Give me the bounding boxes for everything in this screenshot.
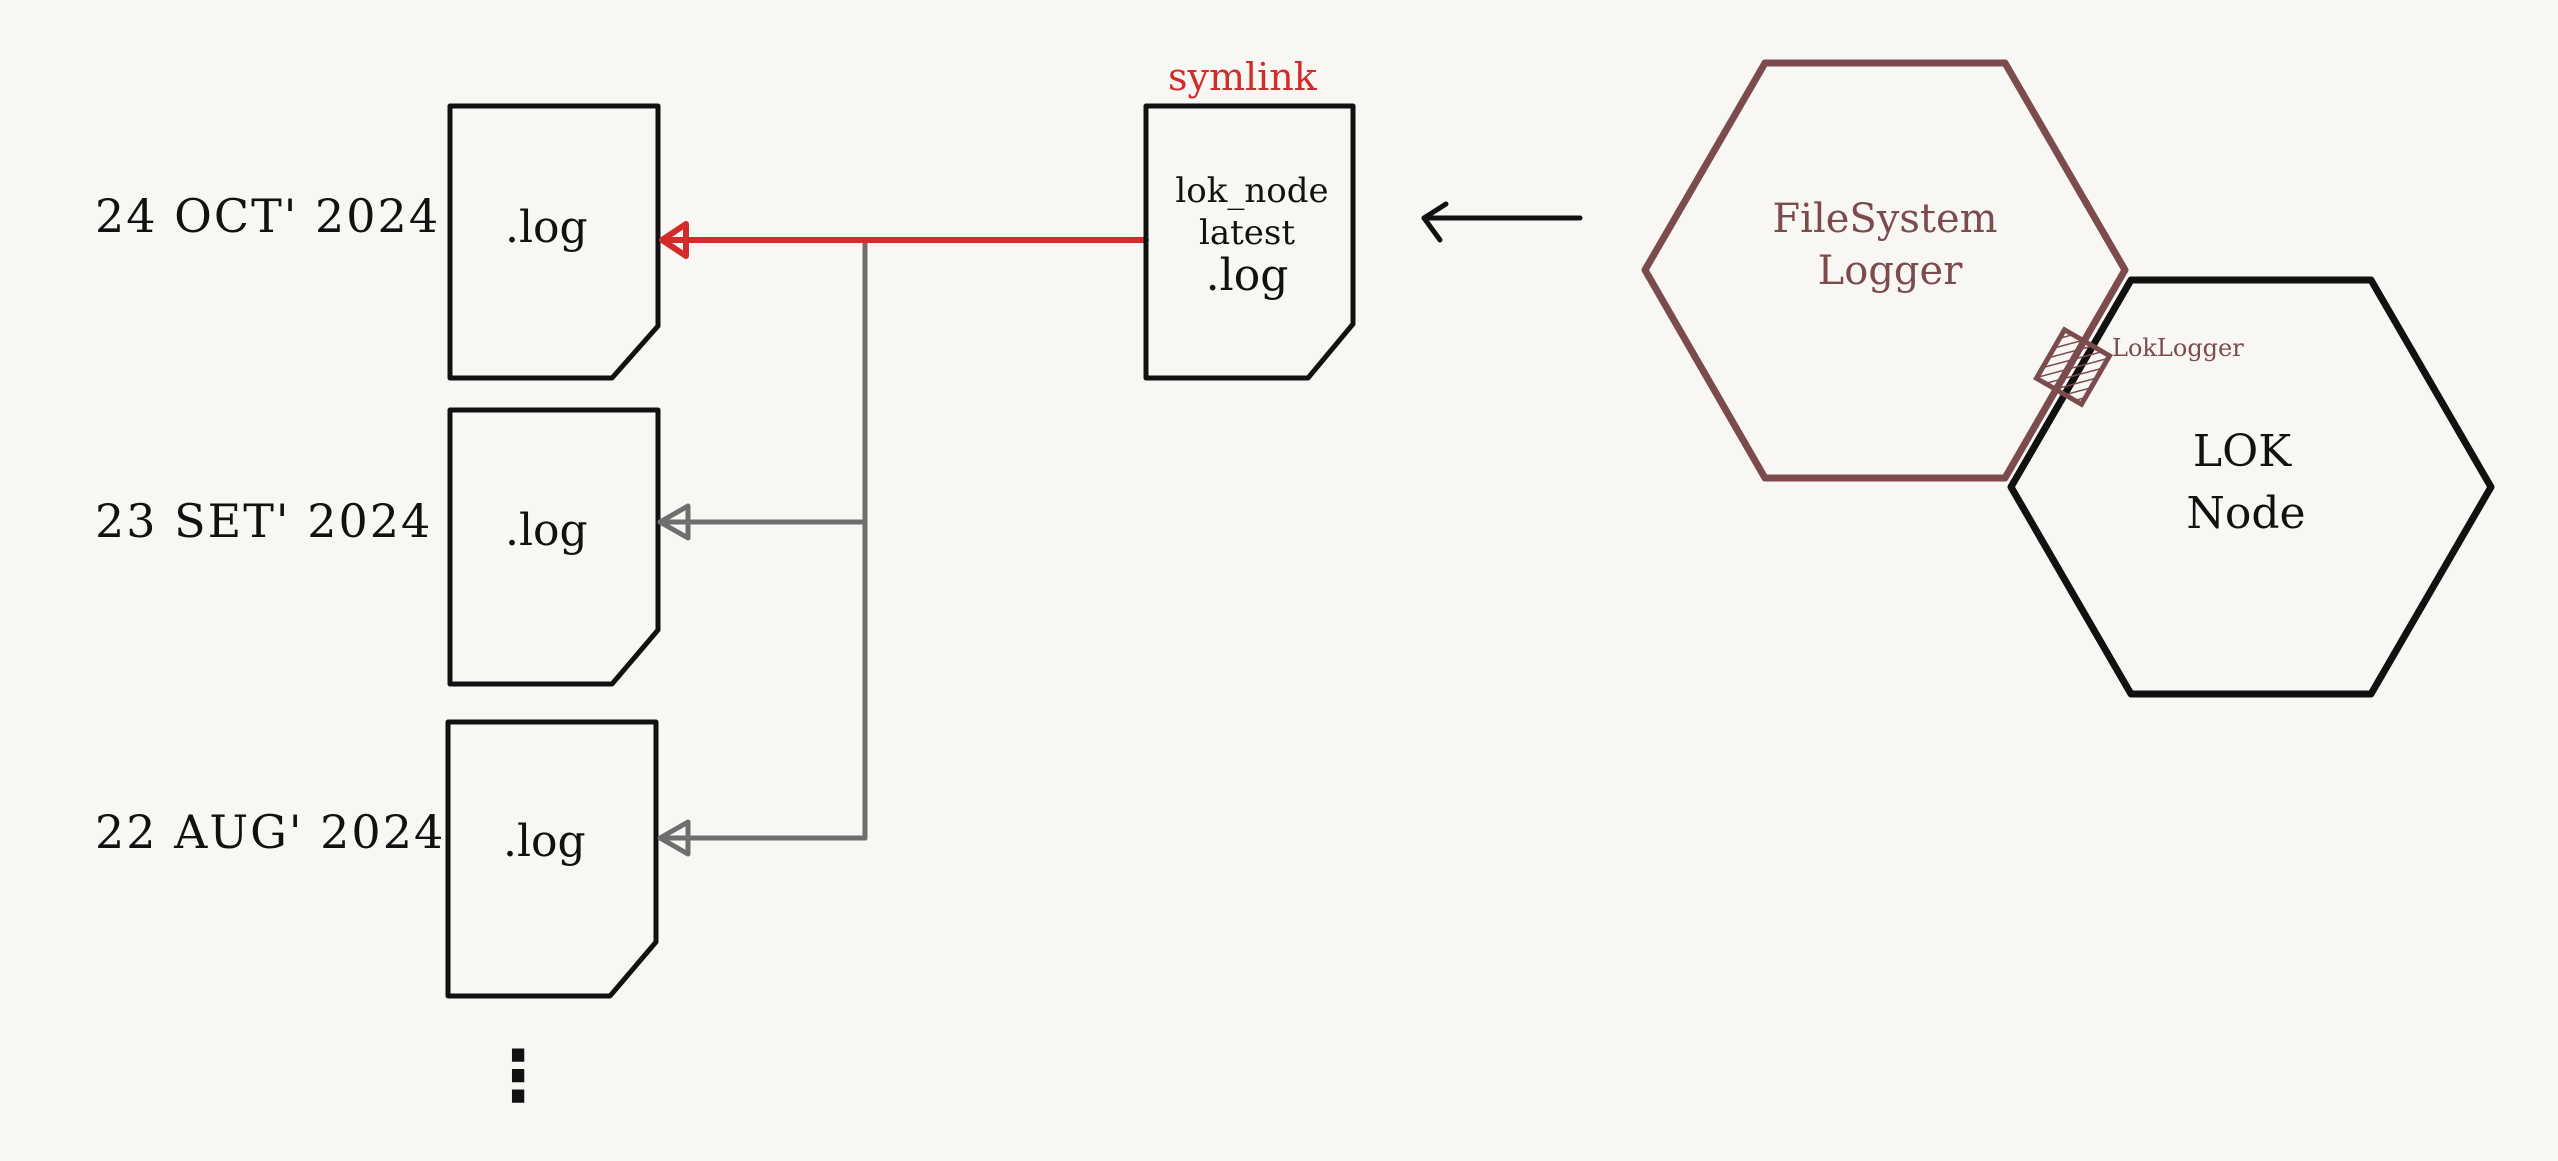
lok-node-hexagon: LOK Node (2007, 276, 2495, 698)
log-file-icon: .log (445, 719, 659, 999)
symlink-label: symlink (1168, 55, 1318, 99)
log-file-icon: .log (447, 103, 661, 381)
filesystem-logger-label: FileSystem (1772, 196, 1997, 242)
log-file-label: .log (503, 816, 586, 867)
date-label-sep: 23 SET' 2024 (95, 494, 432, 548)
symlink-file-icon: lok_node latest .log (1143, 103, 1356, 381)
symlink-file-latest: latest (1199, 213, 1295, 253)
lok-node-label: Node (2186, 488, 2305, 539)
loklogger-label: LokLogger (2112, 334, 2244, 362)
symlink-file-name: lok_node (1175, 171, 1328, 211)
date-label-oct: 24 OCT' 2024 (95, 189, 440, 243)
lok-node-label: LOK (2193, 426, 2292, 477)
symlink-file-ext: .log (1206, 250, 1289, 301)
date-label-aug: 22 AUG' 2024 (95, 805, 445, 859)
log-file-label: .log (505, 202, 588, 253)
filesystem-logger-label: Logger (1818, 248, 1964, 294)
filesystem-logger-hexagon: FileSystem Logger (1641, 59, 2129, 482)
loklogger-connector: LokLogger (2033, 326, 2244, 408)
more-files-ellipsis: ⋮ (483, 1035, 553, 1117)
log-file-label: .log (505, 505, 588, 556)
write-arrow (1421, 201, 1583, 243)
symlink-arrow (659, 221, 1149, 259)
archive-connector (657, 237, 868, 857)
log-file-icon: .log (447, 407, 661, 687)
